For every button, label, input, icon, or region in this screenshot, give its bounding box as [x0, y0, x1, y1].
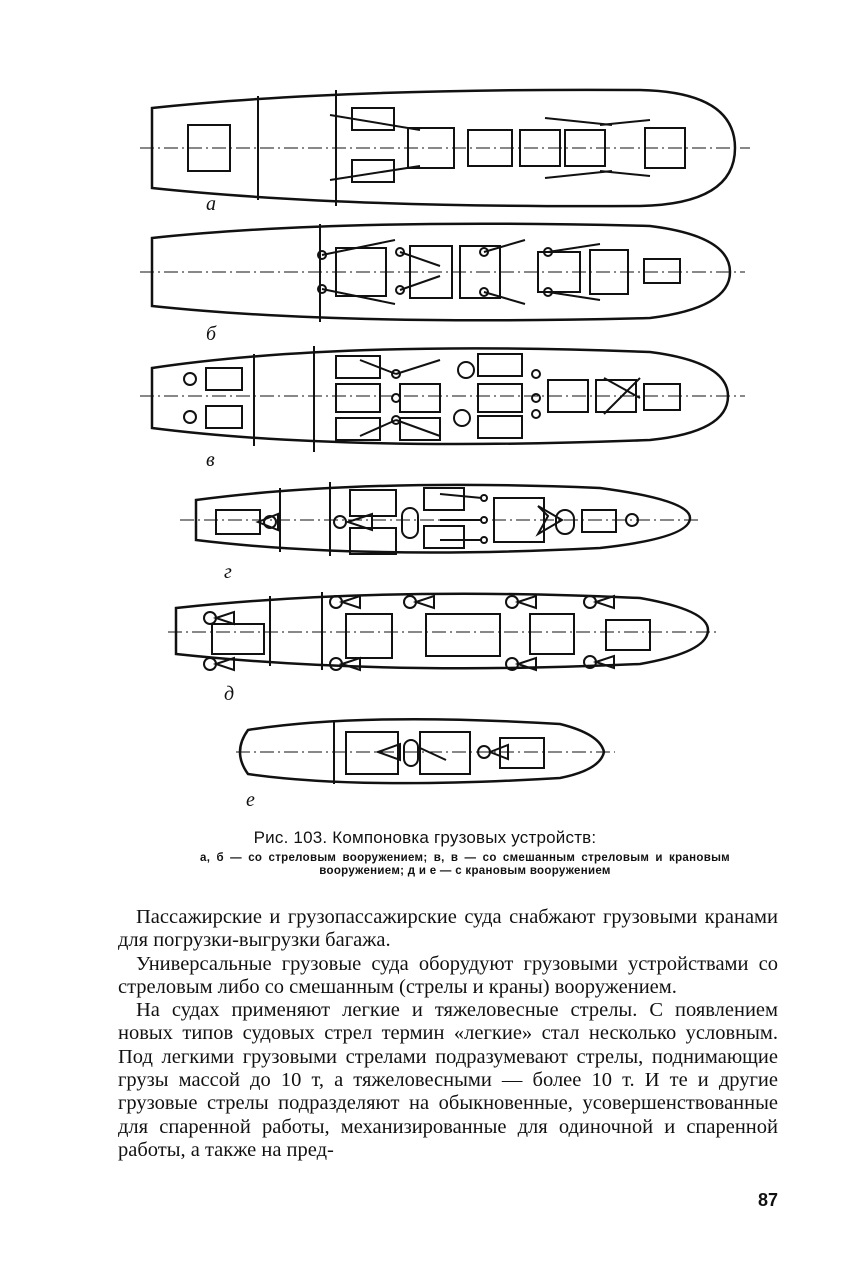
ship-d: [168, 592, 720, 672]
paragraph: На судах применяют легкие и тяжеловесные…: [118, 999, 778, 1161]
ship-label-v: в: [206, 449, 215, 471]
ship-label-a: а: [206, 193, 216, 215]
figure-caption-title: Рис. 103. Компоновка грузовых устройств:: [253, 828, 597, 847]
figure-caption-text: а, б — со стреловым вооружением; в, в — …: [200, 852, 730, 877]
paragraph: Универсальные грузовые суда оборудуют гр…: [118, 952, 778, 998]
ship-label-b: б: [206, 323, 217, 345]
page-number: 87: [757, 1190, 778, 1210]
ship-g: [180, 482, 700, 556]
ship-label-g: г: [224, 561, 232, 583]
ship-b: [140, 222, 745, 322]
ship-a: [140, 88, 750, 208]
ship-e: [236, 717, 615, 785]
ship-label-d: д: [224, 683, 234, 705]
ship-label-e: е: [246, 789, 255, 811]
body-text: Пассажирские и грузопассажирские суда сн…: [118, 906, 778, 1162]
cargo-layout-figure: а б в г д е: [140, 88, 750, 811]
paragraph: Пассажирские и грузопассажирские суда сн…: [118, 906, 778, 952]
ship-v: [140, 346, 745, 452]
